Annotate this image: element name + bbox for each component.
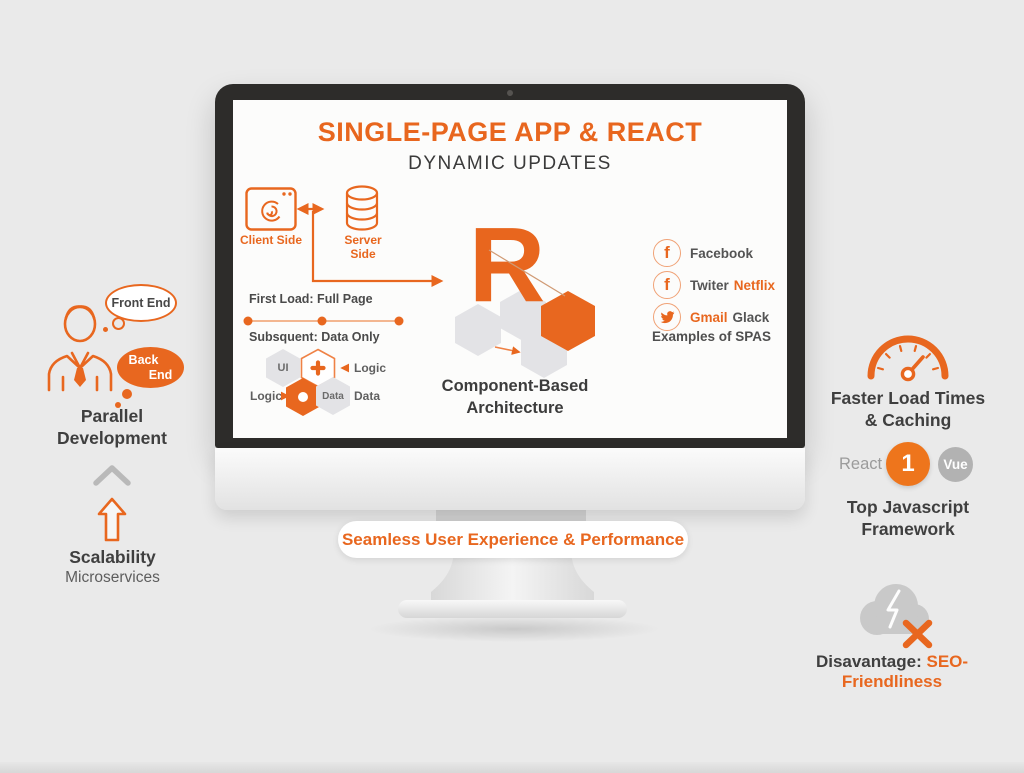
twitter-bird-icon: [653, 303, 681, 331]
data-hexagon-label: Data: [322, 390, 344, 402]
component-hexagon-orange: [541, 291, 595, 351]
react-label: React: [839, 455, 883, 473]
spa-example-row: f Facebook: [653, 239, 758, 267]
facebook-icon: f: [653, 239, 681, 267]
speedometer-icon: [867, 335, 949, 382]
vue-label: Vue: [943, 457, 968, 472]
developer-person-icon: [47, 305, 113, 392]
parallel-caption-line2: Development: [57, 428, 167, 448]
banner-pill: Seamless User Experience & Performance: [338, 521, 688, 558]
facebook-glyph: f: [664, 243, 670, 262]
example-text-2: Netflix: [733, 277, 776, 293]
webcam-icon: [507, 90, 513, 96]
monitor-bezel: SINGLE-PAGE APP & REACT DYNAMIC UPDATES: [215, 84, 805, 448]
load-caption-line1: Faster Load Times: [830, 388, 986, 408]
disadvantage-value: SEO-Friendliness: [841, 652, 969, 691]
chevron-up-icon: [93, 465, 131, 486]
floor-strip: [0, 762, 1024, 773]
facebook-glyph: f: [664, 275, 670, 294]
parallel-caption-line1: Parallel: [80, 406, 144, 426]
examples-caption: Examples of SPAS: [652, 329, 772, 344]
server-side-label: Server Side: [344, 233, 382, 261]
facebook-icon: f: [653, 271, 681, 299]
subsequent-load-label: Subsquent: Data Only: [249, 330, 380, 344]
microservices-caption: Microservices: [65, 569, 160, 586]
up-arrow-icon: [97, 497, 127, 542]
ui-hexagon-label: UI: [277, 362, 289, 374]
architecture-caption-line2: Architecture: [466, 399, 564, 417]
disadvantage-caption: Disavantage: SEO-Friendliness: [768, 652, 1016, 692]
hexagon-dot: [298, 392, 308, 402]
thought-dot: [122, 389, 132, 399]
browser-window-icon: [245, 187, 297, 231]
load-caption-line2: & Caching: [864, 410, 952, 430]
back-end-bubble: Back End: [117, 347, 184, 388]
framework-caption-line2: Framework: [861, 519, 955, 539]
example-text-2: Glack: [732, 309, 770, 325]
data-hexagon: Data: [316, 377, 350, 415]
x-mark-icon: [902, 619, 933, 649]
example-text: Gmail: [690, 309, 728, 325]
monitor-chin: [215, 448, 805, 510]
framework-caption-line1: Top Javascript: [846, 497, 970, 517]
rank-one-badge: 1: [886, 442, 930, 486]
front-end-label: Front End: [111, 296, 171, 310]
example-text: Twiter: [690, 277, 729, 293]
ui-hexagon: UI: [266, 349, 300, 387]
back-end-label-line1: Back: [128, 353, 159, 368]
thought-dot: [115, 402, 121, 408]
first-load-label: First Load: Full Page: [249, 292, 373, 306]
back-end-label-line2: End: [148, 367, 173, 382]
thought-dot: [103, 327, 108, 332]
rank-number: 1: [901, 450, 915, 477]
data-side-label: Data: [354, 389, 381, 403]
logic-bottom-label: Logic: [250, 389, 282, 403]
screen-content: SINGLE-PAGE APP & REACT DYNAMIC UPDATES: [233, 100, 787, 438]
cloud-lightning-icon: [860, 584, 933, 649]
architecture-caption-line1: Component-Based: [441, 377, 589, 395]
slide-subtitle: DYNAMIC UPDATES: [408, 153, 612, 174]
logic-hexagon: [286, 378, 320, 416]
client-side-label: Client Side: [239, 233, 302, 247]
plus-hexagon: [300, 348, 336, 388]
scalability-caption: Scalability: [69, 547, 156, 567]
logic-top-label: Logic: [354, 361, 386, 375]
disadvantage-label: Disavantage:: [815, 652, 922, 671]
monitor-shadow: [368, 616, 660, 642]
example-text: Facebook: [690, 245, 754, 261]
front-end-bubble: Front End: [105, 284, 177, 322]
slide-title: SINGLE-PAGE APP & REACT: [317, 117, 703, 147]
banner-label: Seamless User Experience & Performance: [341, 529, 685, 549]
vue-badge: Vue: [938, 447, 973, 482]
database-icon: [345, 185, 379, 231]
